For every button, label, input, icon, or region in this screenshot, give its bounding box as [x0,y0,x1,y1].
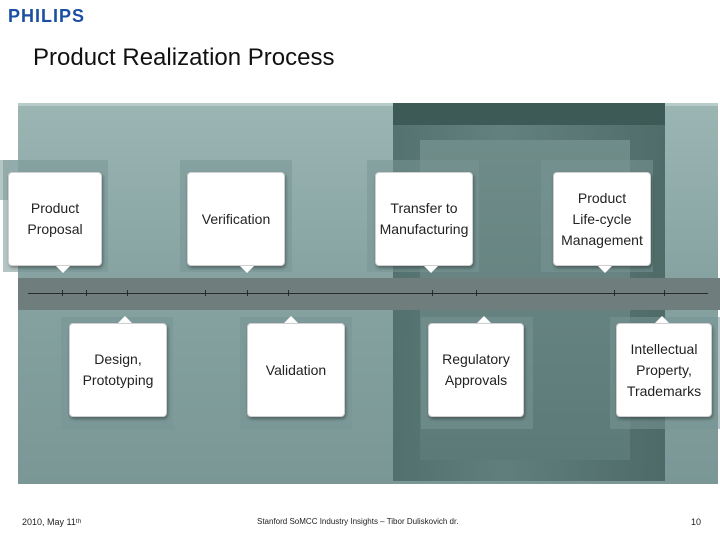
step-pointer [655,316,669,323]
timeline-tick [432,290,433,296]
timeline-tick [247,290,248,296]
step-pointer [118,316,132,323]
timeline-tick [288,290,289,296]
page-number: 10 [691,517,702,527]
step-product-life-cycle-management: Product Life-cycle Management [553,172,651,266]
timeline-tick [664,290,665,296]
step-pointer [424,266,438,273]
step-transfer-to-manufacturing: Transfer to Manufacturing [375,172,473,266]
step-intellectual-property-trademarks: Intellectual Property, Trademarks [616,323,712,417]
step-regulatory-approvals: Regulatory Approvals [428,323,524,417]
step-product-proposal: Product Proposal [8,172,102,266]
step-pointer [284,316,298,323]
step-validation: Validation [247,323,345,417]
tower-top [393,103,665,125]
footer-date: 2010, May 11ᵗʰ [22,517,82,527]
step-verification: Verification [187,172,285,266]
page-title: Product Realization Process [33,44,335,71]
timeline-axis [28,293,708,294]
timeline-tick [62,290,63,296]
timeline-tick [614,290,615,296]
step-pointer [598,266,612,273]
timeline-tick [476,290,477,296]
step-pointer [240,266,254,273]
timeline-tick [205,290,206,296]
philips-logo: PHILIPS [8,6,86,26]
timeline-band [18,278,720,310]
timeline-tick [86,290,87,296]
step-pointer [477,316,491,323]
timeline-tick [127,290,128,296]
step-pointer [56,266,70,273]
step-design-prototyping: Design, Prototyping [69,323,167,417]
footer-source: Stanford SoMCC Industry Insights – Tibor… [257,517,459,526]
